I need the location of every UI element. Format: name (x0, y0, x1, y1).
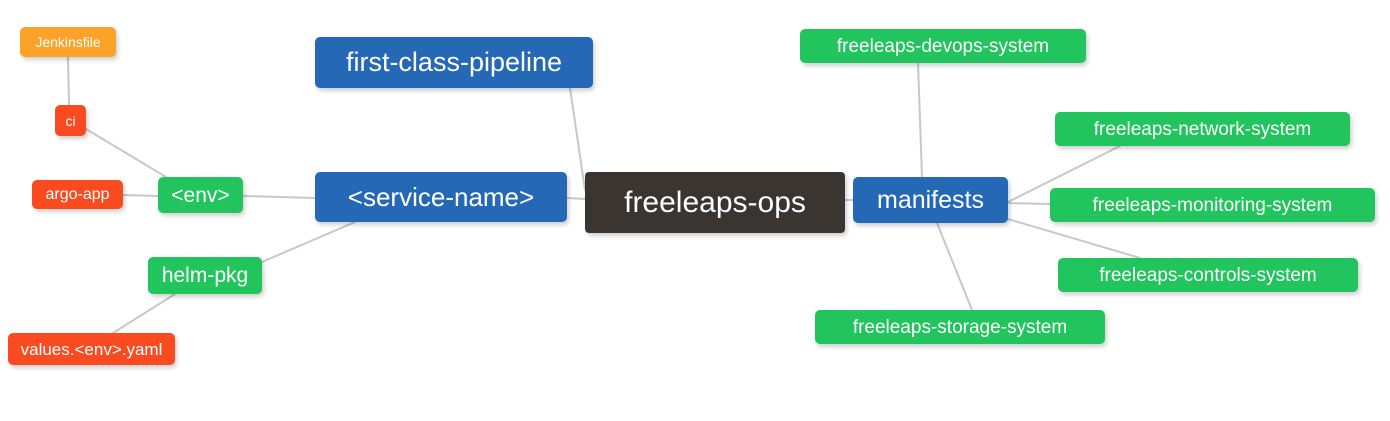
node-label: freeleaps-devops-system (836, 35, 1050, 57)
node-label: Jenkinsfile (35, 34, 101, 50)
node-ci[interactable]: ci (55, 105, 86, 136)
node-freeleaps-ops[interactable]: freeleaps-ops (585, 172, 845, 233)
edge-manifests-to-storage_system (936, 222, 973, 311)
edge-manifests-to-controls_system (1007, 218, 1141, 259)
node-service-name[interactable]: <service-name> (315, 172, 567, 222)
edge-helm_pkg-to-values_yaml (112, 293, 176, 334)
node-label: first-class-pipeline (345, 47, 563, 77)
edge-env-to-argo_app (122, 194, 159, 197)
node-argo-app[interactable]: argo-app (32, 180, 123, 209)
node-values-env-yaml[interactable]: values.<env>.yaml (8, 333, 175, 365)
node-jenkinsfile[interactable]: Jenkinsfile (20, 27, 116, 57)
node-label: freeleaps-network-system (1093, 118, 1312, 140)
node-label: ci (65, 112, 76, 129)
node-env[interactable]: <env> (158, 177, 243, 213)
node-manifests[interactable]: manifests (853, 177, 1008, 223)
edge-service_name-to-env (242, 195, 316, 199)
node-freeleaps-devops-system[interactable]: freeleaps-devops-system (800, 29, 1086, 63)
node-label: <service-name> (347, 182, 535, 212)
edge-manifests-to-monitoring_system (1007, 202, 1051, 205)
node-label: freeleaps-storage-system (852, 316, 1068, 338)
node-freeleaps-controls-system[interactable]: freeleaps-controls-system (1058, 258, 1358, 292)
node-freeleaps-monitoring-system[interactable]: freeleaps-monitoring-system (1050, 188, 1375, 222)
node-label: helm-pkg (161, 264, 249, 287)
node-helm-pkg[interactable]: helm-pkg (148, 257, 262, 294)
edge-ci-to-jenkinsfile (67, 56, 70, 106)
edge-service_name-to-helm_pkg (261, 221, 356, 263)
node-label: argo-app (45, 185, 110, 203)
node-first-class-pipeline[interactable]: first-class-pipeline (315, 37, 593, 88)
edge-manifests-to-devops_system (917, 62, 923, 178)
node-label: freeleaps-controls-system (1099, 264, 1317, 286)
node-label: <env> (171, 183, 230, 207)
node-label: values.<env>.yaml (20, 339, 163, 359)
node-freeleaps-network-system[interactable]: freeleaps-network-system (1055, 112, 1350, 146)
node-label: freeleaps-monitoring-system (1092, 194, 1333, 216)
node-label: manifests (877, 185, 984, 214)
edge-root-to-first_class_pipeline (569, 87, 586, 191)
edge-root-to-service_name (566, 197, 586, 200)
node-freeleaps-storage-system[interactable]: freeleaps-storage-system (815, 310, 1105, 344)
edge-env-to-ci (85, 128, 167, 178)
node-label: freeleaps-ops (624, 185, 806, 219)
